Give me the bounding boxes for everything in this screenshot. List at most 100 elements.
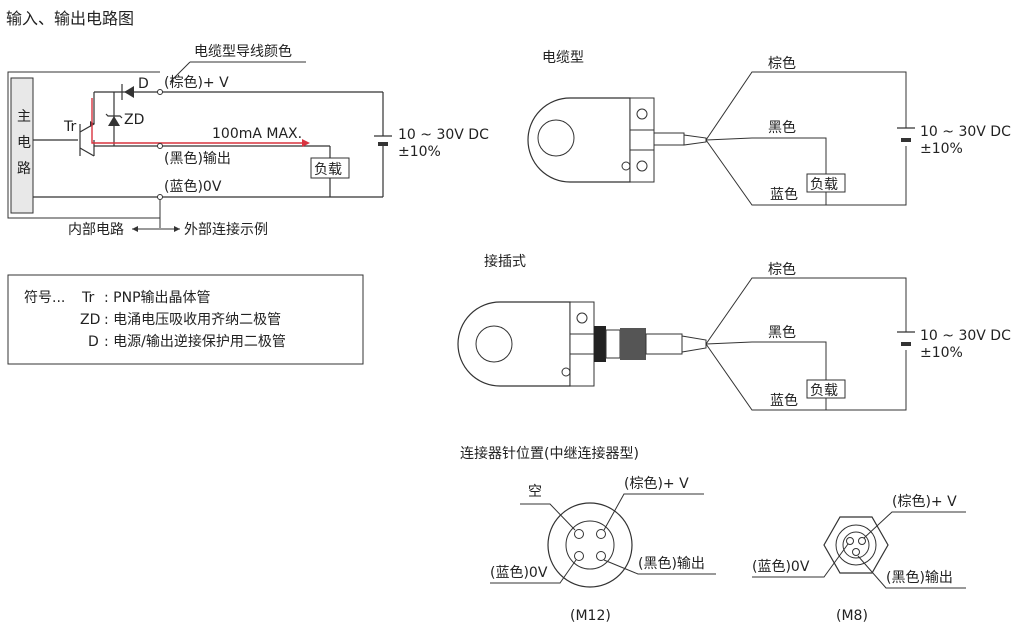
connector-type-title: 接插式 [484,253,526,270]
terminal-plus-v [157,89,163,95]
main-circuit-char-1: 主 [17,109,31,125]
connector-nut [594,326,606,362]
cable-screw-hole-1 [636,108,648,120]
cable-battery [901,138,911,142]
cable-color-label: 电缆型导线颜色 [194,43,292,60]
output-label: (黑色)输出 [164,150,231,167]
legend-desc-tr: : PNP输出晶体管 [104,290,211,306]
connector-screw-hole-1 [576,312,588,324]
cable-blue-wire [705,139,907,206]
max-current-label: 100mA MAX. [212,126,302,142]
cable-black-label: 黑色 [768,119,796,136]
connector-black-wire [705,341,827,380]
terminal-output [157,143,163,149]
zd-bar [105,113,123,119]
diode-d-symbol [124,86,134,98]
m12-plus-v-label: (棕色)+ V [624,475,689,492]
m12-output-label: (黑色)输出 [638,555,705,572]
connector-load-label: 负载 [810,383,838,399]
cable-mount-top [629,97,655,131]
legend-prefix: 符号... [24,290,65,306]
connector-load-box [806,379,846,399]
legend-desc-d: : 电源/输出逆接保护用二极管 [104,333,286,350]
connector-brown-wire [705,277,907,345]
zd-label: ZD [124,112,144,128]
connector-sensor-face [475,325,513,363]
cable-type-title: 电缆型 [542,50,584,66]
legend-sym-tr: Tr [81,290,94,306]
m8-pin-plus-v [858,537,866,545]
pinout-title: 连接器针位置(中继连接器型) [460,445,639,462]
connector-tolerance: ±10% [920,345,963,361]
io-circuit: 主 电 路 电缆型导线颜色 Tr D ZD 100mA MAX. [7,43,489,238]
main-circuit-char-3: 路 [17,161,31,177]
cable-color-leader [169,61,191,83]
load-label: 负载 [314,162,342,178]
cable-brown-label: 棕色 [768,55,796,72]
current-path [91,98,302,144]
connector-blue-label: 蓝色 [770,392,798,409]
external-label: 外部连接示例 [184,221,268,238]
cable-black-wire [705,137,827,174]
cable-blue-label: 蓝色 [770,186,798,203]
cable-mount-bottom [629,149,655,183]
connector-black-label: 黑色 [768,324,796,341]
internal-label: 内部电路 [68,222,124,238]
pinout-diagram: 连接器针位置(中继连接器型) 空 (棕色)+ V (蓝色)0V (黑色)输出 (… [460,445,966,624]
legend-desc-zd: : 电涌电压吸收用齐纳二极管 [104,312,281,328]
connector-blue-wire [705,343,907,411]
m8-caption: (M8) [836,608,868,624]
zd-symbol [108,116,120,126]
cable-sensor-face [537,119,575,157]
page-title: 输入、输出电路图 [6,9,134,28]
voltage-label: 10 ~ 30V DC [398,127,489,143]
cable-load-label: 负载 [810,177,838,193]
m8-plus-v-label: (棕色)+ V [892,493,957,510]
m12-zero-v-label: (蓝色)0V [490,564,548,581]
connector-cable [645,333,683,355]
tolerance-label: ±10% [398,144,441,160]
current-arrow [302,139,310,147]
cable-screw-hole-2 [636,160,648,172]
zero-v-label: (蓝色)0V [164,178,222,195]
symbol-legend: 符号... Tr : PNP输出晶体管 ZD : 电涌电压吸收用齐纳二极管 D … [7,274,364,365]
connector-type-diagram: 接插式 棕色 黑色 蓝色 负载 10 ~ 30V DC ±10% [457,253,1011,411]
m12-pin-empty [574,529,584,539]
terminal-zero-v [157,194,163,200]
connector-screw-hole-2 [561,367,571,377]
cable-sensor-body [527,97,631,183]
legend-sym-d: D [88,334,99,350]
tr-label: Tr [63,119,76,135]
main-circuit-char-2: 电 [17,135,31,151]
cable-voltage: 10 ~ 30V DC [920,124,1011,140]
legend-box [7,274,364,365]
plus-v-label: (棕色)+ V [164,74,229,91]
connector-sensor-body [457,301,571,387]
cable-end [683,134,707,146]
cable-brown-wire [705,71,907,141]
cable-type-diagram: 电缆型 棕色 黑色 蓝色 负载 10 ~ 30V DC ±10% [527,50,1011,206]
battery-plate-short [378,142,388,146]
main-circuit-box [10,77,34,214]
m8-pin-output [852,548,860,556]
m12-caption: (M12) [570,608,611,624]
m12-pin-plus-v [596,529,606,539]
internal-circuit-outline [7,71,160,219]
connector-plug [620,328,646,360]
m12-pin-zero-v [574,551,584,561]
connector-voltage: 10 ~ 30V DC [920,328,1011,344]
connector-battery [901,342,911,346]
cable-tolerance: ±10% [920,141,963,157]
cable-sleeve [653,132,685,146]
legend-sym-zd: ZD [80,312,100,328]
d-label: D [138,76,149,92]
m12-empty-label: 空 [528,484,542,500]
m8-pin-zero-v [846,537,854,545]
m8-output-label: (黑色)输出 [886,569,953,586]
m8-zero-v-label: (蓝色)0V [752,558,810,575]
connector-brown-label: 棕色 [768,261,796,278]
cable-load-box [806,173,846,193]
m12-pin-output [596,551,606,561]
transistor-emitter [79,147,95,157]
